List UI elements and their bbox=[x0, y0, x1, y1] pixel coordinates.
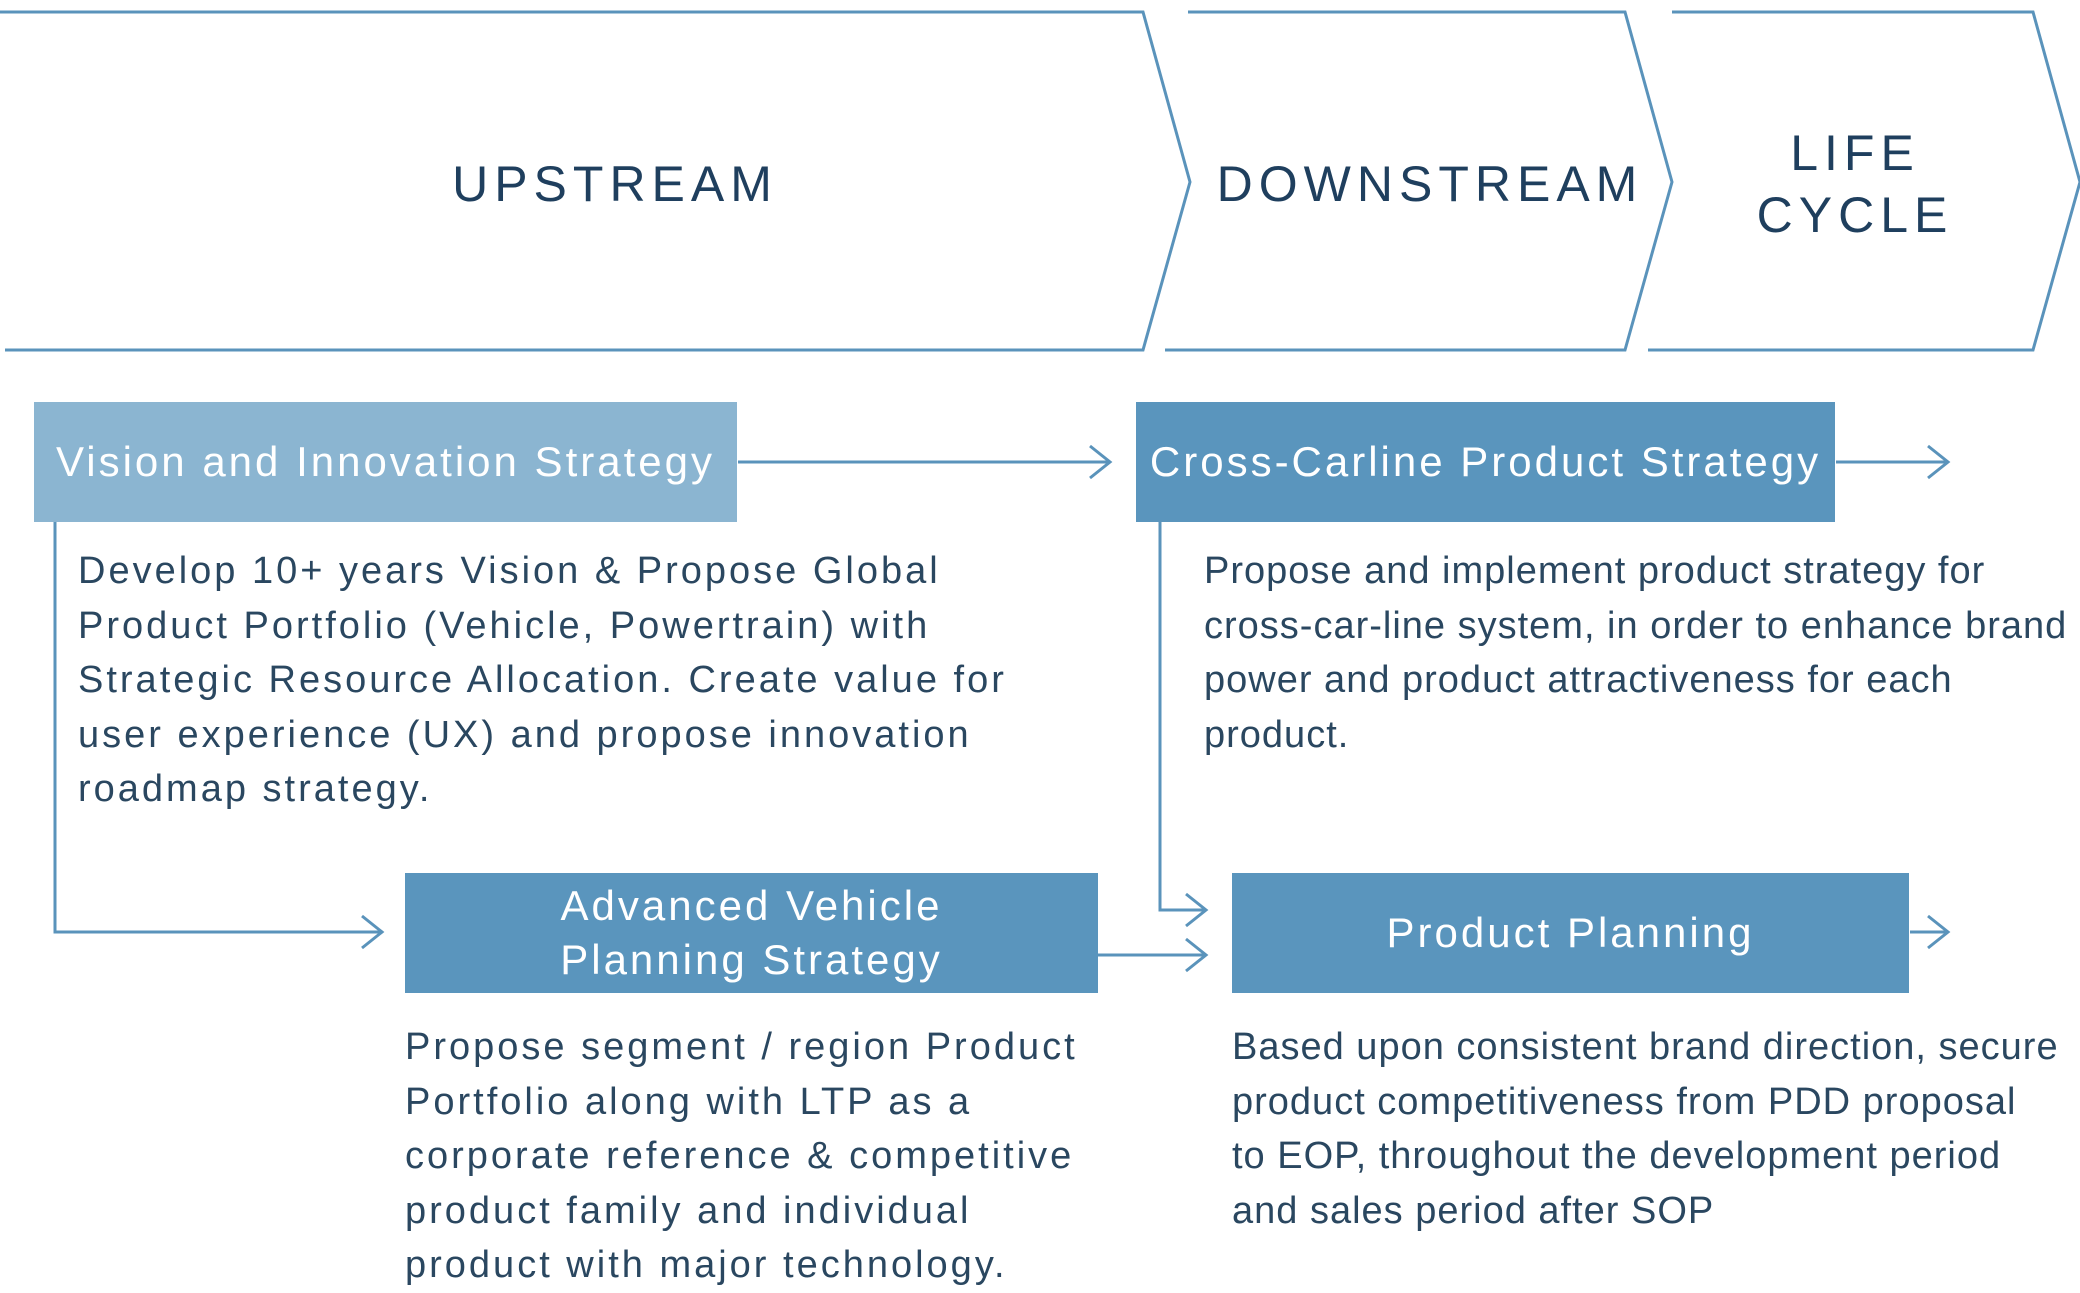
advanced-vehicle-desc-line: Propose segment / region Product bbox=[405, 1026, 1078, 1068]
product-planning-desc-line: product competitiveness from PDD proposa… bbox=[1232, 1080, 2017, 1123]
upstream-chevron-outline bbox=[0, 10, 1192, 352]
product-planning-desc-line: to EOP, throughout the development perio… bbox=[1232, 1135, 2002, 1177]
cross-carline-strategy-box: Cross-Carline Product Strategy bbox=[1136, 402, 1835, 522]
product-planning-desc-line: Based upon consistent brand direction, s… bbox=[1232, 1026, 2059, 1068]
phase-upstream-label: UPSTREAM bbox=[452, 156, 778, 212]
arrow-cross-carline-out bbox=[1836, 444, 1951, 480]
cross-carline-desc-line: Propose and implement product strategy f… bbox=[1204, 550, 1986, 592]
arrow-advanced-vehicle-to-product-planning bbox=[1098, 937, 1209, 973]
product-planning-description: Based upon consistent brand direction, s… bbox=[1232, 1020, 2059, 1238]
downstream-chevron-outline bbox=[1165, 10, 1674, 352]
cross-carline-strategy-title: Cross-Carline Product Strategy bbox=[1149, 438, 1822, 485]
arrow-product-planning-out bbox=[1910, 914, 1951, 950]
advanced-vehicle-desc-line: Portfolio along with LTP as a bbox=[405, 1080, 973, 1123]
phase-life-cycle-line1: LIFE bbox=[1790, 125, 1920, 181]
vision-strategy-box: Vision and Innovation Strategy bbox=[34, 402, 737, 522]
advanced-vehicle-strategy-description: Propose segment / region Product Portfol… bbox=[405, 1020, 1078, 1293]
vision-desc-line: roadmap strategy. bbox=[78, 768, 433, 810]
vision-desc-line: user experience (UX) and propose innovat… bbox=[78, 713, 972, 756]
advanced-vehicle-title-line1: Advanced Vehicle bbox=[560, 882, 943, 929]
advanced-vehicle-strategy-box: Advanced Vehicle Planning Strategy bbox=[405, 873, 1098, 993]
vision-strategy-title: Vision and Innovation Strategy bbox=[56, 438, 715, 485]
advanced-vehicle-desc-line: corporate reference & competitive bbox=[405, 1135, 1075, 1177]
cross-carline-desc-line: product. bbox=[1204, 713, 1350, 756]
advanced-vehicle-title-line2: Planning Strategy bbox=[560, 936, 943, 983]
vision-desc-line: Develop 10+ years Vision & Propose Globa… bbox=[78, 550, 941, 592]
arrow-cross-carline-to-product-planning bbox=[1158, 522, 1209, 928]
arrow-vision-to-cross-carline bbox=[738, 444, 1113, 480]
product-planning-box: Product Planning bbox=[1232, 873, 1909, 993]
advanced-vehicle-desc-line: product family and individual bbox=[405, 1189, 972, 1232]
product-planning-desc-line: and sales period after SOP bbox=[1232, 1189, 1715, 1232]
vision-strategy-description: Develop 10+ years Vision & Propose Globa… bbox=[78, 544, 1007, 817]
advanced-vehicle-desc-line: product with major technology. bbox=[405, 1244, 1008, 1286]
phase-downstream-label: DOWNSTREAM bbox=[1216, 156, 1644, 212]
phase-life-cycle-label: LIFE CYCLE bbox=[1715, 122, 1995, 246]
product-planning-title: Product Planning bbox=[1386, 909, 1755, 956]
cross-carline-desc-line: cross-car-line system, in order to enhan… bbox=[1204, 604, 2068, 647]
phase-life-cycle-line2: CYCLE bbox=[1756, 187, 1954, 243]
cross-carline-strategy-description: Propose and implement product strategy f… bbox=[1204, 544, 2067, 762]
cross-carline-desc-line: power and product attractiveness for eac… bbox=[1204, 659, 1953, 701]
vision-desc-line: Strategic Resource Allocation. Create va… bbox=[78, 659, 1007, 701]
vision-desc-line: Product Portfolio (Vehicle, Powertrain) … bbox=[78, 604, 931, 647]
life-cycle-chevron-outline bbox=[1648, 10, 2080, 352]
arrow-vision-to-advanced-vehicle bbox=[53, 522, 385, 950]
